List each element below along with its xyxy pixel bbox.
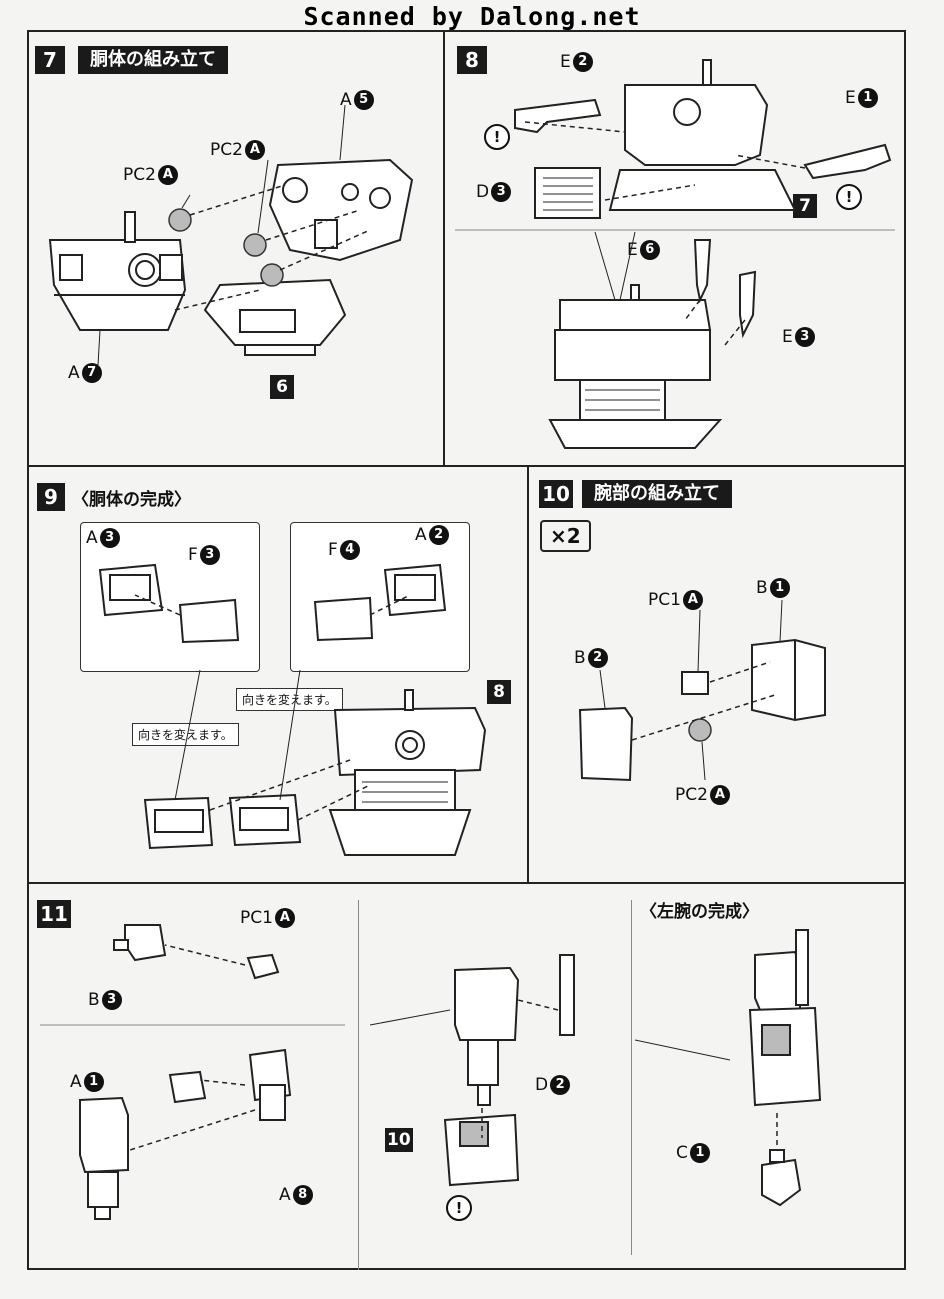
step-title: 〈胴体の完成〉 <box>72 490 191 510</box>
step-title: 胴体の組み立て <box>78 46 228 74</box>
instruction-frame <box>27 30 906 1270</box>
reference-box: 10 <box>385 1128 413 1152</box>
step-number: 7 <box>35 46 65 74</box>
reference-box: 8 <box>487 680 511 704</box>
step-8-illustration <box>455 59 895 449</box>
step-11-illustration <box>40 924 822 1220</box>
quantity-multiplier: ×2 <box>540 520 591 552</box>
scanner-watermark: Scanned by Dalong.net <box>303 2 641 31</box>
step-number: 11 <box>37 900 71 928</box>
reference-box: 6 <box>270 375 294 399</box>
divider <box>27 465 906 467</box>
step-9-illustration <box>98 563 487 856</box>
reference-box: 7 <box>793 194 817 218</box>
divider <box>631 900 632 1255</box>
rotate-callout: 向きを変えます。 <box>132 723 239 746</box>
warning-icon: ! <box>836 184 862 210</box>
divider <box>358 900 359 1270</box>
divider <box>27 882 906 884</box>
step-10-illustration <box>578 599 826 782</box>
step-7-illustration <box>48 104 414 366</box>
warning-icon: ! <box>446 1195 472 1221</box>
divider <box>443 30 445 466</box>
divider <box>527 465 529 883</box>
rotate-callout: 向きを変えます。 <box>236 688 343 711</box>
step-number: 8 <box>457 46 487 74</box>
left-arm-title: 〈左腕の完成〉 <box>640 902 759 922</box>
step-number: 10 <box>539 480 573 508</box>
warning-icon: ! <box>484 124 510 150</box>
step-number: 9 <box>37 483 65 511</box>
step-title: 腕部の組み立て <box>582 480 732 508</box>
